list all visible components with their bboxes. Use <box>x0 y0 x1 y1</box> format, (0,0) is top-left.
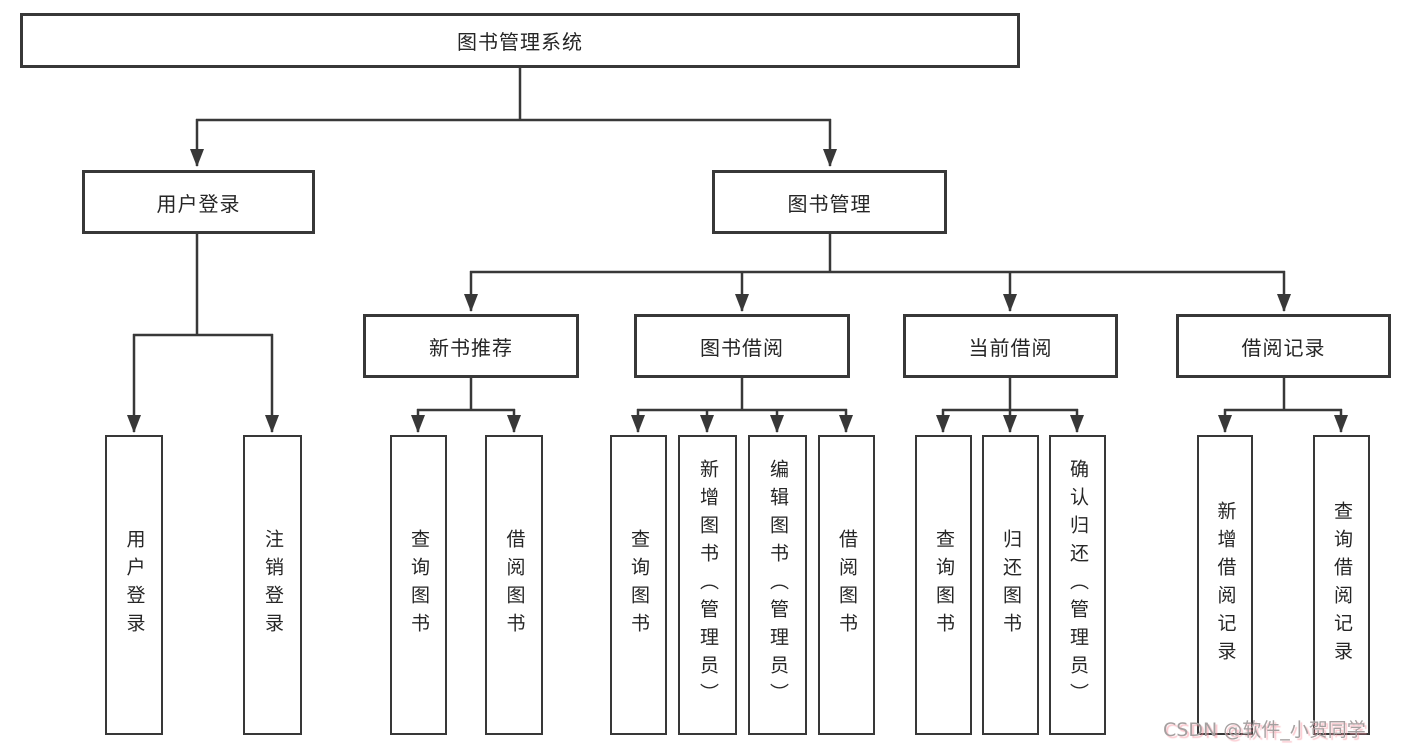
leaf-edit-books-admin: 编辑图书（管理员） <box>748 435 807 735</box>
leaf-logout-label: 注销登录 <box>262 529 284 641</box>
leaf-add-books-admin: 新增图书（管理员） <box>678 435 737 735</box>
leaf-confirm-return-admin: 确认归还（管理员） <box>1049 435 1106 735</box>
node-new-book-recommend-label: 新书推荐 <box>429 335 513 360</box>
node-current-borrowing-label: 当前借阅 <box>968 335 1053 360</box>
leaf-edit-books-admin-label: 编辑图书（管理员） <box>767 459 789 711</box>
leaf-return-books-label: 归还图书 <box>1000 529 1022 641</box>
leaf-confirm-return-admin-label: 确认归还（管理员） <box>1067 459 1089 711</box>
node-book-management-label: 图书管理 <box>787 191 872 216</box>
leaf-query-books-current: 查询图书 <box>915 435 972 735</box>
node-library-system-label: 图书管理系统 <box>457 30 583 54</box>
leaf-query-books-borrowing: 查询图书 <box>610 435 667 735</box>
leaf-borrow-books-label: 借阅图书 <box>836 529 858 641</box>
node-user-login-label: 用户登录 <box>156 191 241 216</box>
node-new-book-recommend: 新书推荐 <box>363 314 579 378</box>
leaf-query-books-recommend-label: 查询图书 <box>408 529 430 641</box>
leaf-borrow-books-recommend-label: 借阅图书 <box>503 529 526 641</box>
node-user-login: 用户登录 <box>82 170 315 234</box>
leaf-add-borrow-record: 新增借阅记录 <box>1197 435 1253 735</box>
leaf-user-login-label: 用户登录 <box>123 529 146 641</box>
leaf-return-books: 归还图书 <box>982 435 1039 735</box>
node-book-borrowing: 图书借阅 <box>634 314 850 378</box>
leaf-add-borrow-record-label: 新增借阅记录 <box>1214 501 1237 669</box>
leaf-borrow-books-recommend: 借阅图书 <box>485 435 543 735</box>
csdn-watermark: CSDN @软件_小贺同学 <box>1163 719 1366 741</box>
node-library-system: 图书管理系统 <box>20 13 1020 68</box>
node-book-management: 图书管理 <box>712 170 947 234</box>
leaf-add-books-admin-label: 新增图书（管理员） <box>697 459 719 711</box>
leaf-query-borrow-record-label: 查询借阅记录 <box>1331 501 1353 669</box>
leaf-query-books-recommend: 查询图书 <box>390 435 447 735</box>
node-current-borrowing: 当前借阅 <box>903 314 1118 378</box>
leaf-query-books-borrowing-label: 查询图书 <box>628 529 650 641</box>
node-book-borrowing-label: 图书借阅 <box>700 335 784 360</box>
node-borrowing-records: 借阅记录 <box>1176 314 1391 378</box>
leaf-query-books-current-label: 查询图书 <box>933 529 955 641</box>
leaf-logout: 注销登录 <box>243 435 302 735</box>
leaf-borrow-books: 借阅图书 <box>818 435 875 735</box>
node-borrowing-records-label: 借阅记录 <box>1241 335 1326 360</box>
leaf-query-borrow-record: 查询借阅记录 <box>1313 435 1370 735</box>
leaf-user-login: 用户登录 <box>105 435 163 735</box>
